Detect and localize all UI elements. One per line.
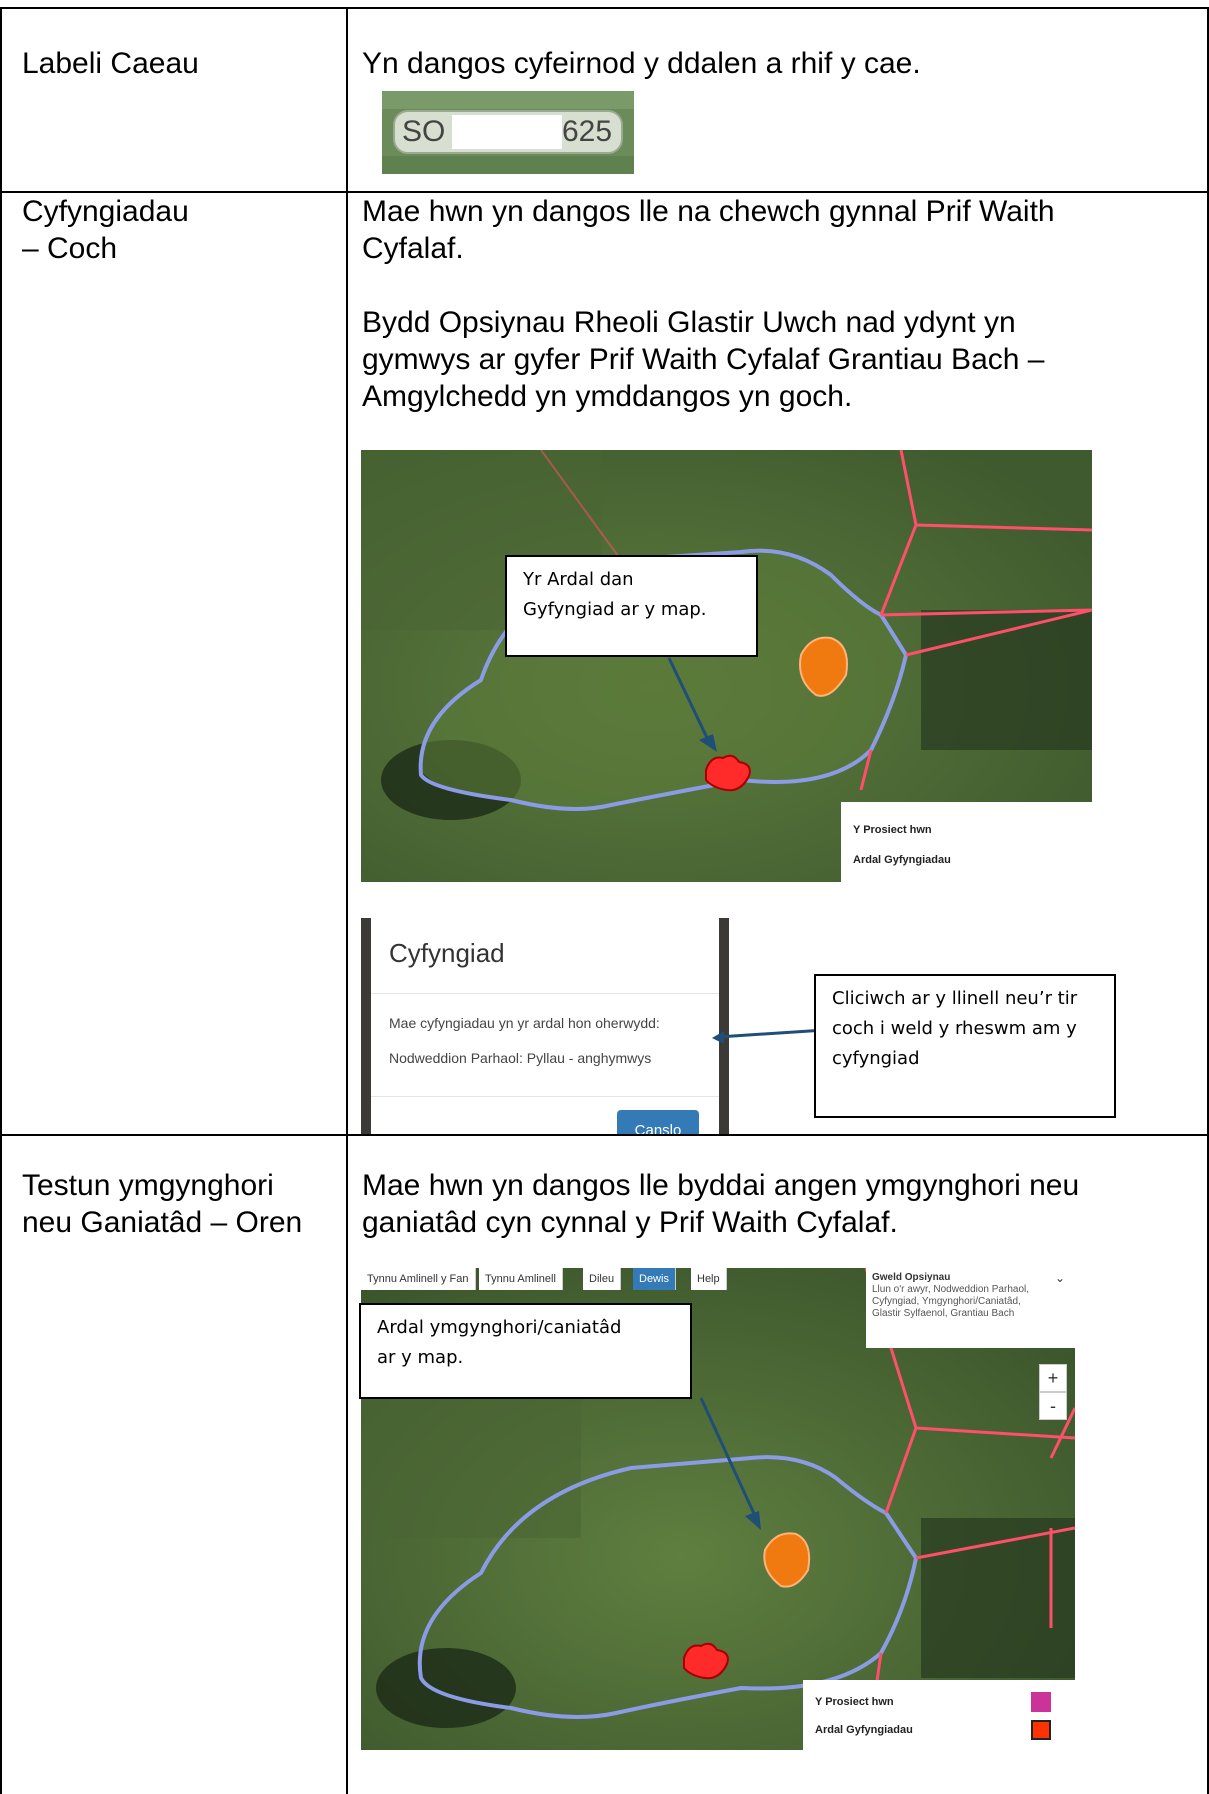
- field-label-image: SO 625: [382, 91, 634, 174]
- view-options-panel[interactable]: Gweld Opsiynau Llun o'r awyr, Nodweddion…: [866, 1268, 1075, 1348]
- modal-callout: Cliciwch ar y llinell neu’r tir coch i w…: [814, 974, 1116, 1118]
- row-label: Labeli Caeau: [22, 47, 199, 80]
- toolbar-help[interactable]: Help: [691, 1268, 727, 1290]
- chevron-down-icon[interactable]: ⌄: [1054, 1271, 1065, 1285]
- callout-line2: Gyfyngiad ar y map.: [523, 599, 707, 620]
- table-border-right: [1207, 7, 1209, 1794]
- row-description2-line1: Bydd Opsiynau Rheoli Glastir Uwch nad yd…: [362, 306, 1016, 339]
- restriction-modal: Cyfyngiad Mae cyfyngiadau yn yr ardal ho…: [371, 918, 719, 1134]
- legend-restriction-label: Ardal Gyfyngiadau: [853, 854, 951, 866]
- consent-area: [763, 1532, 811, 1588]
- row-description-line1: Mae hwn yn dangos lle na chewch gynnal P…: [362, 195, 1055, 228]
- row-description-line2: Cyfalaf.: [362, 232, 464, 265]
- row-label-line1: Cyfyngiadau: [22, 195, 189, 228]
- toolbar-select[interactable]: Dewis: [633, 1268, 676, 1290]
- modal-footer-divider: [371, 1096, 719, 1097]
- cancel-button[interactable]: Canslo: [617, 1110, 699, 1134]
- table-column-divider: [346, 7, 348, 1794]
- callout-arrow: [667, 657, 711, 743]
- legend-restriction-swatch: [1031, 1720, 1051, 1740]
- row-description-line2: ganiatâd cyn cynnal y Prif Waith Cyfalaf…: [362, 1206, 898, 1239]
- row-label-line2: – Coch: [22, 232, 118, 265]
- field-label-background: [382, 91, 634, 174]
- restriction-map: Y Prosiect hwn Ardal Gyfyngiadau: [361, 450, 1092, 882]
- modal-header-divider: [371, 993, 719, 994]
- callout-line1: Ardal ymgynghori/caniatâd: [377, 1317, 622, 1338]
- toolbar-draw-outline-van[interactable]: Tynnu Amlinell y Fan: [361, 1268, 476, 1290]
- table-row-divider-1: [0, 191, 1209, 193]
- map-toolbar: Tynnu Amlinell y Fan Tynnu Amlinell Dile…: [361, 1268, 1075, 1290]
- table-border-top: [0, 7, 1209, 9]
- toolbar-delete[interactable]: Dileu: [583, 1268, 622, 1290]
- legend-project-swatch: [1031, 1692, 1051, 1712]
- restriction-map-callout: Yr Ardal dan Gyfyngiad ar y map.: [505, 555, 758, 657]
- restriction-area: [705, 754, 751, 792]
- restriction-area: [683, 1642, 729, 1680]
- modal-callout-line3: cyfyngiad: [832, 1048, 920, 1069]
- view-options-title: Gweld Opsiynau: [872, 1272, 951, 1283]
- view-options-text: Llun o'r awyr, Nodweddion Parhaol, Cyfyn…: [872, 1284, 1030, 1319]
- modal-line1: Mae cyfyngiadau yn yr ardal hon oherwydd…: [389, 1015, 660, 1031]
- zoom-in-button[interactable]: +: [1039, 1364, 1067, 1392]
- modal-title: Cyfyngiad: [389, 938, 505, 968]
- callout-line2: ar y map.: [377, 1347, 464, 1368]
- map-legend: Y Prosiect hwn Ardal Gyfyngiadau: [841, 802, 1092, 882]
- project-boundary: [417, 1455, 919, 1719]
- row-description-line1: Mae hwn yn dangos lle byddai angen ymgyn…: [362, 1169, 1080, 1202]
- modal-callout-arrow: [712, 1028, 826, 1044]
- map-legend: Y Prosiect hwn Ardal Gyfyngiadau: [803, 1680, 1075, 1750]
- callout-arrow: [699, 1397, 758, 1519]
- consent-map-callout: Ardal ymgynghori/caniatâd ar y map.: [359, 1303, 692, 1399]
- legend-restriction-label: Ardal Gyfyngiadau: [815, 1724, 913, 1736]
- row-description2-line2: gymwys ar gyfer Prif Waith Cyfalaf Grant…: [362, 343, 1045, 376]
- legend-project-label: Y Prosiect hwn: [853, 824, 932, 836]
- restriction-modal-screenshot: Cyfyngiad Mae cyfyngiadau yn yr ardal ho…: [361, 918, 729, 1134]
- callout-arrowhead: [745, 1511, 761, 1530]
- field-label-number: 625: [562, 115, 613, 148]
- row-description: Yn dangos cyfeirnod y ddalen a rhif y ca…: [362, 47, 921, 80]
- modal-line2: Nodweddion Parhaol: Pyllau - anghymwys: [389, 1050, 652, 1066]
- aerial-map: [361, 450, 1092, 882]
- row-label-line2: neu Ganiatâd – Oren: [22, 1206, 303, 1239]
- row-description2-line3: Amgylchedd yn ymddangos yn goch.: [362, 380, 853, 413]
- callout-arrowhead: [699, 734, 717, 752]
- legend-project-label: Y Prosiect hwn: [815, 1696, 894, 1708]
- modal-callout-line2: coch i weld y rheswm am y: [832, 1018, 1077, 1039]
- callout-line1: Yr Ardal dan: [523, 569, 634, 590]
- table-border-left: [0, 7, 2, 1794]
- modal-callout-line1: Cliciwch ar y llinell neu’r tir: [832, 988, 1078, 1009]
- toolbar-draw-outline[interactable]: Tynnu Amlinell: [479, 1268, 563, 1290]
- consent-area: [799, 636, 848, 697]
- zoom-out-button[interactable]: -: [1039, 1392, 1067, 1420]
- field-label-sheet: SO: [402, 115, 446, 148]
- table-row-divider-2: [0, 1134, 1209, 1136]
- row-label-line1: Testun ymgynghori: [22, 1169, 274, 1202]
